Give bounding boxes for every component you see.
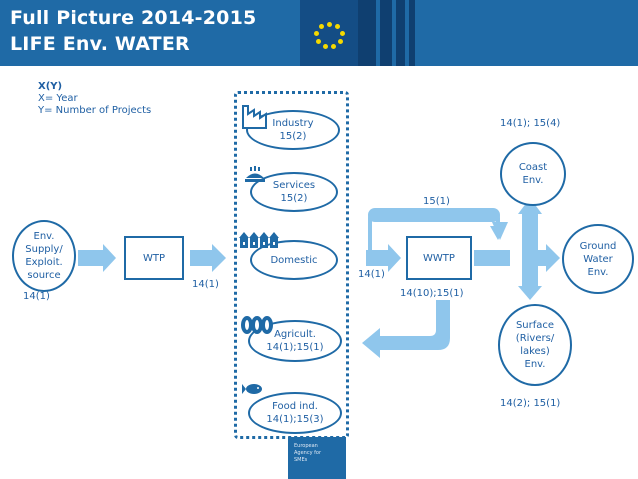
ground-line3: Env. [587,266,609,278]
arrow-wwtp-hub [474,250,510,266]
foodind-label: Food ind. [272,401,318,412]
industry-count: 15(2) [279,131,307,142]
coast-node: Coast Env. [500,142,566,206]
source-count: 14(1) [23,291,50,302]
services-node: Services 15(2) [250,172,338,212]
legend-y: Y= Number of Projects [38,105,152,116]
surface-line2: (Rivers/ [515,333,555,344]
title-line-2: LIFE Env. WATER [10,33,190,55]
foodind-node: Food ind. 14(1);15(3) [248,392,342,434]
surface-node: Surface (Rivers/ lakes) Env. [498,304,572,386]
houses-icon [239,232,279,248]
arrow-hub-coast [518,198,542,214]
bypass-head [492,222,508,240]
arrow-hub-surface [518,286,542,300]
wwtp-in-count: 14(1) [358,269,385,280]
footer-line3: SMEs [294,457,308,463]
legend-title: X(Y) [38,81,63,92]
services-label: Services [272,180,316,191]
wwtp-top-count: 15(1) [423,196,450,207]
bypass-body [368,208,500,222]
fish-icon [242,384,262,394]
wtp-label: WTP [142,252,166,264]
factory-icon [242,105,267,129]
source-line2: Supply/ [25,244,63,255]
source-line1: Env. [33,231,55,242]
services-count: 15(2) [280,193,308,204]
coast-line1: Coast [518,162,548,173]
agricult-label: Agricult. [274,329,316,340]
food-service-icon [245,166,265,182]
arrow-users-wwtp [366,244,401,272]
surface-line1: Surface [515,320,555,331]
industry-node: Industry 15(2) [246,110,340,150]
source-line4: source [27,270,61,281]
ground-node: Ground Water Env. [562,224,634,294]
footer-line2: Agency for [294,450,322,456]
legend-x: X= Year [38,93,78,104]
foodind-count: 14(1);15(3) [266,414,324,425]
eu-flag-icon [300,0,358,66]
coast-line2: Env. [522,175,544,186]
arrow-return [362,306,450,358]
source-line3: Exploit. [25,257,63,268]
header-banner: Full Picture 2014-2015 LIFE Env. WATER [0,0,638,66]
industry-label: Industry [272,118,314,129]
wwtp-bottom-count: 14(10);15(1) [400,288,464,299]
wtp-node: WTP [124,236,184,280]
return-bar [436,300,450,310]
ground-line1: Ground [579,240,617,252]
title-line-1: Full Picture 2014-2015 [10,7,257,29]
arrow-wtp-users [190,244,226,272]
wwtp-label: WWTP [423,252,455,264]
surface-line3: lakes) [520,346,550,357]
legend: X(Y) X= Year Y= Number of Projects [38,81,151,117]
hub-vertical [522,214,538,286]
surface-count: 14(2); 15(1) [500,398,561,409]
ground-line2: Water [583,253,613,265]
crops-icon [241,316,273,334]
easme-logo: European Agency for SMEs [288,437,346,479]
wwtp-node: WWTP [406,236,472,280]
arrow-source-wtp [78,244,116,272]
coast-count: 14(1); 15(4) [500,118,561,129]
agricult-count: 14(1);15(1) [266,342,324,353]
surface-line4: Env. [524,359,546,370]
wtp-count: 14(1) [192,279,219,290]
domestic-label: Domestic [270,254,318,266]
source-node: Env. Supply/ Exploit. source [12,220,76,292]
footer-line1: European [294,443,318,449]
